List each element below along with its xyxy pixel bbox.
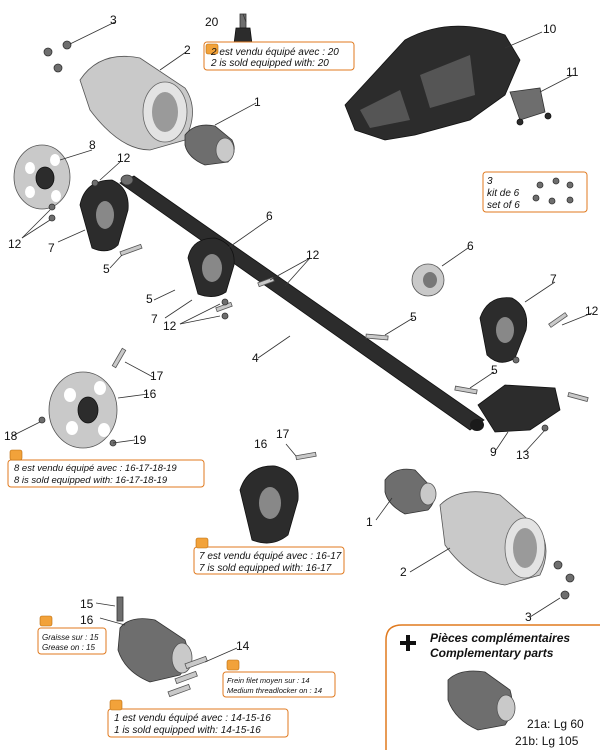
callout-19: 19 — [133, 433, 147, 447]
hub-assembly-bottom — [116, 596, 208, 698]
disc-hub-16 — [48, 371, 118, 449]
callout-18: 18 — [4, 429, 18, 443]
callout-16: 16 — [143, 387, 157, 401]
callout-5: 5 — [410, 310, 417, 324]
note-threadlocker: Frein filet moyen sur : 14 Medium thread… — [222, 659, 336, 698]
wrench-icon — [195, 537, 209, 549]
callout-12: 12 — [163, 319, 177, 333]
note-grease-fr: Graisse sur : 15 — [42, 633, 99, 642]
bearing-6-right — [411, 263, 445, 297]
callout-10: 10 — [543, 22, 557, 36]
hub-1-lower — [384, 468, 437, 515]
callout-20: 20 — [205, 15, 219, 29]
grease-icon — [39, 615, 53, 627]
note-thread-en: Medium threadlocker on : 14 — [227, 686, 322, 695]
callout-12: 12 — [306, 248, 320, 262]
note-thread-fr: Frein filet moyen sur : 14 — [227, 676, 310, 685]
wrench-icon — [109, 699, 123, 711]
complementary-item-b: 21b: Lg 105 — [515, 734, 579, 748]
note-7-en: 7 is sold equipped with: 16-17 — [199, 563, 332, 574]
callout-6: 6 — [467, 239, 474, 253]
hub-flange-8 — [13, 144, 71, 210]
note-1-en: 1 is sold equipped with: 14-15-16 — [114, 725, 261, 736]
rim-2-top — [79, 55, 193, 151]
bracket-11 — [509, 87, 552, 126]
note-part-1: 1 est vendu équipé avec : 14-15-16 1 is … — [107, 699, 289, 738]
note-part-20: 2 est vendu équipé avec : 20 2 is sold e… — [203, 41, 355, 71]
callout-5: 5 — [103, 262, 110, 276]
callout-2: 2 — [400, 565, 407, 579]
note-7-fr: 7 est vendu équipé avec : 16-17 — [199, 551, 342, 562]
bearing-housing-7-center — [187, 237, 235, 297]
kit-en: set of 6 — [487, 200, 520, 211]
callout-11: 11 — [566, 65, 579, 79]
callout-17: 17 — [276, 427, 290, 441]
note-grease-en: Grease on : 15 — [42, 643, 95, 652]
callout-12: 12 — [585, 304, 599, 318]
callout-7: 7 — [48, 241, 55, 255]
callout-12: 12 — [117, 151, 131, 165]
threadlocker-icon — [226, 659, 240, 671]
complementary-hub — [447, 670, 516, 731]
axle — [119, 174, 485, 431]
note-part-8: 8 est vendu équipé avec : 16-17-18-19 8 … — [7, 449, 205, 488]
note-20-en: 2 is sold equipped with: 20 — [210, 58, 329, 69]
note-8-fr: 8 est vendu équipé avec : 16-17-18-19 — [14, 463, 177, 474]
note-kit: 3 kit de 6 set of 6 — [482, 171, 588, 213]
sprocket-carrier-9 — [477, 384, 561, 433]
callout-3: 3 — [110, 13, 117, 27]
callout-4: 4 — [252, 351, 259, 365]
callout-6: 6 — [266, 209, 273, 223]
chain-guard-10 — [344, 25, 521, 141]
callout-8: 8 — [89, 138, 96, 152]
callout-13: 13 — [516, 448, 530, 462]
complementary-item-a: 21a: Lg 60 — [527, 717, 584, 731]
note-grease: Graisse sur : 15 Grease on : 15 — [37, 615, 107, 655]
callout-16: 16 — [254, 437, 268, 451]
callout-17: 17 — [150, 369, 164, 383]
rim-2-lower — [439, 491, 547, 586]
callout-numbers: 3 2 1 20 10 11 8 12 12 7 5 6 12 5 7 12 4… — [4, 13, 599, 653]
callout-2: 2 — [184, 43, 191, 57]
plus-icon — [400, 635, 416, 651]
callout-5: 5 — [491, 363, 498, 377]
note-20-fr: 2 est vendu équipé avec : 20 — [210, 47, 339, 58]
kit-number: 3 — [487, 176, 493, 187]
note-1-fr: 1 est vendu équipé avec : 14-15-16 — [114, 713, 271, 724]
callout-16: 16 — [80, 613, 94, 627]
callout-9: 9 — [490, 445, 497, 459]
bearing-housing-7-right — [479, 297, 528, 363]
callout-5: 5 — [146, 292, 153, 306]
bearing-housing-7-left — [79, 179, 129, 252]
complementary-title-en: Complementary parts — [430, 646, 554, 660]
callout-1: 1 — [366, 515, 373, 529]
callout-7: 7 — [550, 272, 557, 286]
note-part-7: 7 est vendu équipé avec : 16-17 7 is sol… — [193, 537, 345, 575]
hub-1-top — [184, 124, 235, 166]
complementary-parts-panel: Pièces complémentaires Complementary par… — [385, 624, 600, 750]
callout-15: 15 — [80, 597, 94, 611]
wrench-icon — [205, 43, 219, 55]
callout-7: 7 — [151, 312, 158, 326]
kit-fr: kit de 6 — [487, 188, 520, 199]
callout-14: 14 — [236, 639, 250, 653]
callout-3: 3 — [525, 610, 532, 624]
note-8-en: 8 is sold equipped with: 16-17-18-19 — [14, 475, 168, 486]
wrench-icon — [9, 449, 23, 461]
callout-1: 1 — [254, 95, 261, 109]
bearing-housing-7-lower — [239, 465, 299, 544]
complementary-title-fr: Pièces complémentaires — [430, 631, 570, 645]
leader-lines — [11, 13, 593, 663]
valve-20 — [233, 13, 253, 45]
callout-12: 12 — [8, 237, 22, 251]
